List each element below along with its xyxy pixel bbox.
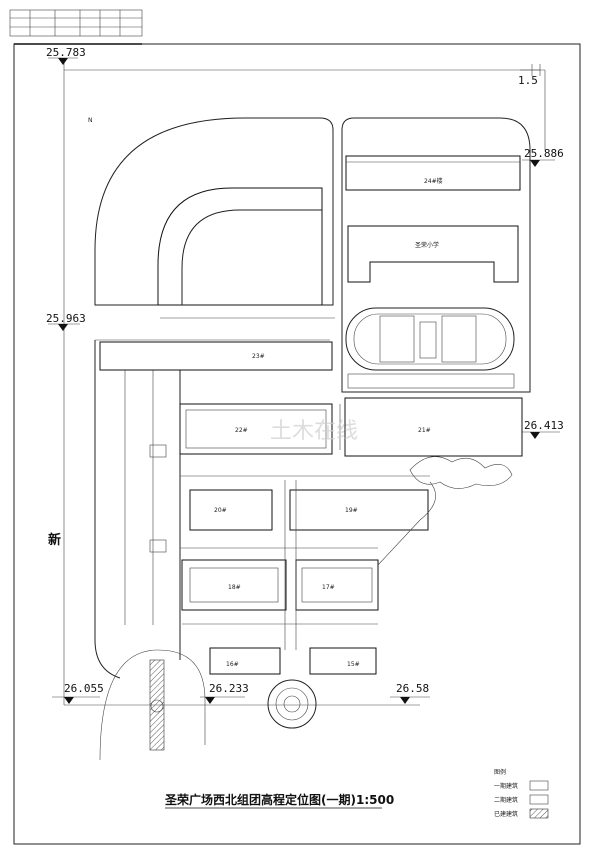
svg-text:19#: 19# (345, 507, 358, 514)
site-boundary (63, 62, 546, 706)
internal-roads (180, 475, 436, 650)
elevation-marker-7: 26.58 (390, 682, 430, 704)
svg-text:24#楼: 24#楼 (424, 177, 443, 185)
legend-item-label: 一期建筑 (494, 782, 518, 790)
svg-text:20#: 20# (214, 507, 227, 514)
watermark: 土木在线 (270, 419, 358, 444)
elevation-marker-5: 26.055 (52, 682, 104, 704)
elevation-label: 26.233 (209, 682, 249, 695)
curved-parcel (94, 117, 334, 306)
building-20: 20# (189, 489, 273, 531)
elevation-label: 25.783 (46, 46, 86, 59)
svg-text:15#: 15# (347, 661, 360, 668)
legend-item-label: 已建建筑 (494, 810, 518, 818)
building-21: 21# (339, 397, 523, 489)
north-mark: N (88, 117, 93, 124)
elevation-marker-3: 25.963 (46, 312, 86, 331)
plaza-circle (267, 679, 317, 729)
building-16: 16# (209, 647, 281, 675)
building-23: 23# (99, 341, 333, 371)
legend: 图例 一期建筑 二期建筑 已建建筑 (494, 768, 549, 819)
drawing-frame (13, 43, 581, 845)
dimension-marker: 1.5 (518, 64, 541, 87)
legend-item-label: 二期建筑 (494, 796, 518, 804)
elevation-label: 26.055 (64, 682, 104, 695)
elevation-marker-6: 26.233 (200, 682, 249, 704)
building-17: 17# (295, 559, 379, 611)
svg-text:23#: 23# (252, 353, 265, 360)
elevation-label: 26.58 (396, 682, 429, 695)
school-parcel: 24#楼 圣荣小学 (341, 117, 531, 393)
drawing-title: 圣荣广场西北组团高程定位图(一期)1:500 (164, 792, 394, 807)
svg-text:18#: 18# (228, 584, 241, 591)
elevation-label: 25.886 (524, 147, 564, 160)
svg-text:圣荣小学: 圣荣小学 (415, 241, 439, 249)
elevation-marker-2: 25.886 (522, 147, 564, 167)
running-track (345, 307, 515, 371)
dimension-label: 1.5 (518, 74, 538, 87)
roundabout (99, 649, 206, 761)
building-15: 15# (309, 647, 377, 675)
building-18: 18# (181, 559, 287, 611)
svg-text:17#: 17# (322, 584, 335, 591)
svg-text:16#: 16# (226, 661, 239, 668)
svg-text:22#: 22# (235, 427, 248, 434)
elevation-label: 26.413 (524, 419, 564, 432)
svg-text:21#: 21# (418, 427, 431, 434)
side-road-label: 新 (48, 532, 61, 548)
title-block-table (9, 9, 143, 37)
school-building (347, 225, 519, 283)
elevation-label: 25.963 (46, 312, 86, 325)
building-22: 22# (179, 403, 333, 455)
legend-heading: 图例 (494, 768, 506, 776)
building-24 (345, 155, 521, 191)
elevation-marker-4: 26.413 (522, 419, 564, 439)
elevation-marker-1: 25.783 (46, 46, 86, 65)
building-19: 19# (289, 489, 429, 531)
